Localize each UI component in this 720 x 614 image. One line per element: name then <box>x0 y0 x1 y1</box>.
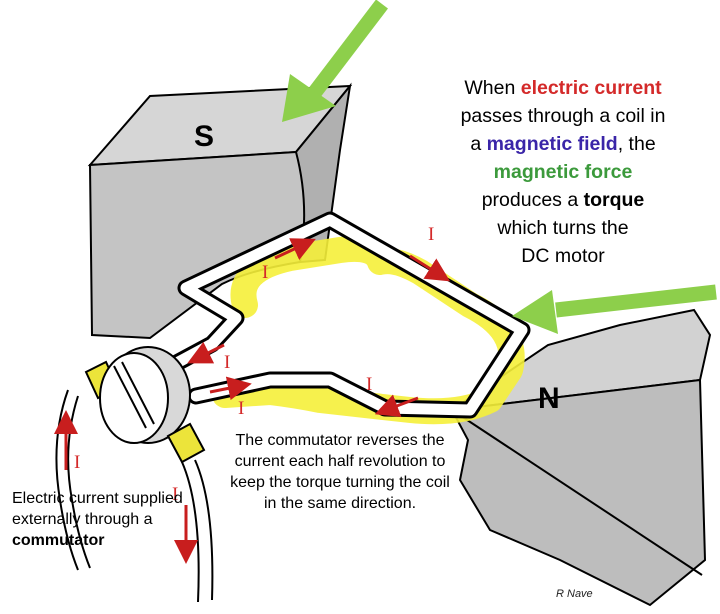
north-pole-label: N <box>538 382 560 415</box>
current-label: I <box>428 224 435 245</box>
current-label: I <box>238 398 245 419</box>
keyword-torque: torque <box>583 189 645 211</box>
current-label: I <box>74 452 81 473</box>
coil <box>151 211 531 419</box>
current-label: I <box>262 262 269 283</box>
keyword-commutator: commutator <box>12 532 105 549</box>
keyword-electric-current: electric current <box>520 77 662 99</box>
main-caption: When electric current passes through a c… <box>460 77 666 267</box>
magnetic-force-arrows <box>282 0 717 334</box>
keyword-magnetic-field: magnetic field <box>486 133 618 155</box>
north-magnet <box>450 308 712 607</box>
current-arrows <box>187 238 451 418</box>
commutator <box>55 346 214 603</box>
keyword-magnetic-force: magnetic force <box>493 161 633 183</box>
commutator-caption: The commutator reverses the current each… <box>230 432 450 512</box>
supply-current-arrows <box>54 410 198 564</box>
author-credit: R Nave <box>556 588 593 600</box>
south-pole-label: S <box>194 120 215 153</box>
current-label: I <box>366 374 373 395</box>
supply-caption: Electric current supplied externally thr… <box>12 490 183 549</box>
current-label: I <box>172 484 179 505</box>
current-label: I <box>224 352 231 373</box>
